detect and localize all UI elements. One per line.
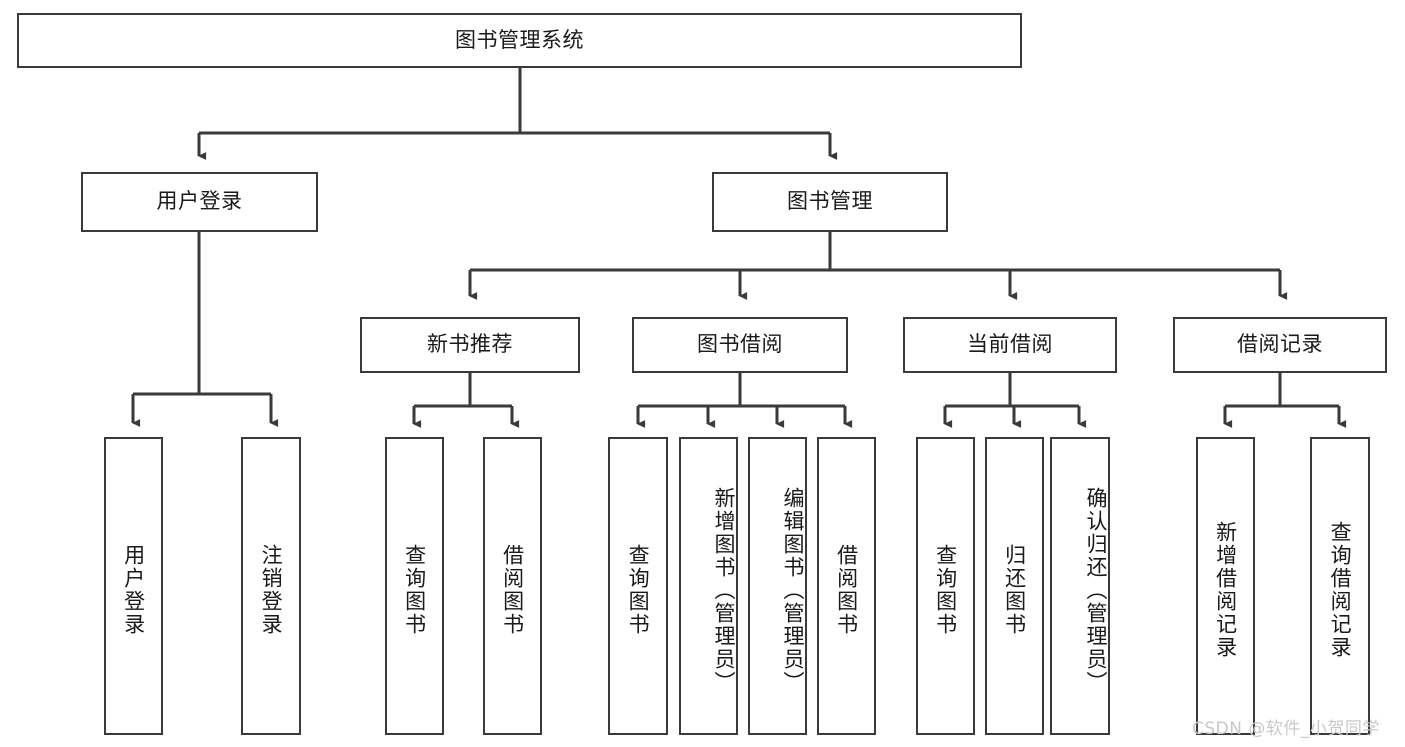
node-label: 查询借阅记录: [1328, 521, 1353, 659]
node-label: 新增借阅记录: [1213, 521, 1238, 659]
node-label: 借阅记录: [1237, 332, 1323, 357]
csdn-watermark: CSDN @软件_小贺同学: [1192, 719, 1380, 739]
node-label: 查询图书: [626, 544, 651, 636]
node-label: 新书推荐: [427, 332, 513, 357]
node-book-borrow[interactable]: 图书借阅: [632, 317, 848, 373]
node-label: 新增图书（管理员）: [712, 486, 736, 694]
node-borrow-record[interactable]: 借阅记录: [1173, 317, 1387, 373]
leaf-borrow-book[interactable]: 借阅图书: [817, 437, 876, 735]
node-label: 确认归还（管理员）: [1084, 486, 1108, 694]
node-label: 用户登录: [156, 189, 243, 214]
leaf-confirm-return-admin[interactable]: 确认归还（管理员）: [1050, 437, 1110, 735]
node-current-borrow[interactable]: 当前借阅: [903, 317, 1117, 373]
leaf-add-borrow-record[interactable]: 新增借阅记录: [1196, 437, 1255, 735]
node-label: 图书管理: [787, 189, 873, 214]
leaf-user-login[interactable]: 用户登录: [104, 437, 163, 735]
node-label: 编辑图书（管理员）: [781, 486, 805, 694]
node-label: 当前借阅: [967, 332, 1053, 357]
leaf-query-borrow-record[interactable]: 查询借阅记录: [1310, 437, 1370, 735]
node-book-management-system[interactable]: 图书管理系统: [17, 13, 1022, 68]
leaf-add-book-admin[interactable]: 新增图书（管理员）: [679, 437, 738, 735]
node-label: 查询图书: [402, 544, 427, 636]
leaf-borrow-book-new-recommend[interactable]: 借阅图书: [483, 437, 542, 735]
node-label: 归还图书: [1002, 544, 1027, 636]
leaf-query-book-borrow[interactable]: 查询图书: [608, 437, 668, 735]
leaf-logout-login[interactable]: 注销登录: [241, 437, 301, 735]
node-book-management[interactable]: 图书管理: [712, 172, 948, 232]
leaf-query-book-current[interactable]: 查询图书: [916, 437, 975, 735]
node-label: 查询图书: [933, 544, 958, 636]
node-label: 图书管理系统: [455, 27, 584, 52]
node-label: 图书借阅: [697, 332, 783, 357]
leaf-edit-book-admin[interactable]: 编辑图书（管理员）: [748, 437, 807, 735]
node-new-book-recommend[interactable]: 新书推荐: [360, 317, 580, 373]
node-label: 借阅图书: [500, 544, 525, 636]
node-label: 注销登录: [259, 544, 284, 636]
leaf-query-book-new-recommend[interactable]: 查询图书: [385, 437, 444, 735]
leaf-return-book[interactable]: 归还图书: [985, 437, 1044, 735]
node-user-login[interactable]: 用户登录: [81, 172, 318, 232]
node-label: 用户登录: [121, 544, 146, 636]
node-label: 借阅图书: [834, 544, 859, 636]
